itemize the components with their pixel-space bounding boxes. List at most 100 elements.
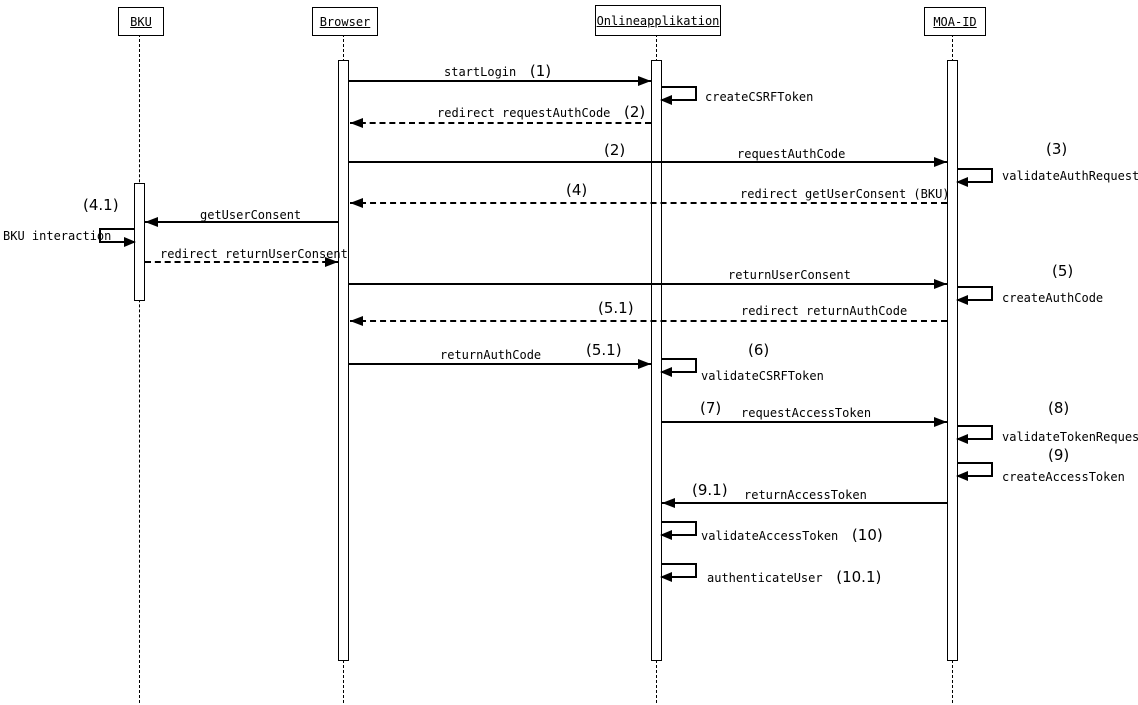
arrowhead bbox=[934, 417, 947, 427]
arrowhead bbox=[638, 359, 651, 369]
participant-onlineapplikation-label: Onlineapplikation bbox=[596, 13, 720, 28]
arrow-get-user-consent bbox=[145, 221, 338, 223]
message-text: createCSRFToken bbox=[705, 90, 814, 104]
participant-browser-label: Browser bbox=[319, 14, 371, 29]
arrowhead bbox=[662, 498, 675, 508]
arrow-redirect-return-auth-code bbox=[350, 320, 947, 322]
arrow-return-user-consent bbox=[349, 283, 947, 285]
label-return-access-token: returnAccessToken bbox=[744, 484, 867, 503]
participant-browser: Browser bbox=[312, 7, 378, 36]
arrow-redirect-get-user-consent bbox=[350, 202, 947, 204]
message-text: getUserConsent bbox=[200, 208, 302, 222]
message-text: requestAccessToken bbox=[741, 406, 872, 420]
arrowhead bbox=[660, 367, 672, 377]
label-redirect-get-user-consent: redirect getUserConsent (BKU) bbox=[740, 183, 950, 202]
step-number: (6) bbox=[748, 341, 770, 359]
label-step-4: (4) bbox=[566, 180, 587, 199]
message-text: createAccessToken bbox=[1002, 470, 1125, 484]
self-loop-create-access-token bbox=[956, 462, 993, 481]
step-number: (9) bbox=[1048, 446, 1070, 464]
step-number: (8) bbox=[1048, 399, 1070, 417]
self-loop-create-auth-code bbox=[956, 286, 993, 305]
arrowhead bbox=[660, 572, 672, 582]
self-loop-authenticate-user bbox=[660, 563, 697, 582]
label-create-access-token: createAccessToken bbox=[1002, 466, 1125, 485]
step-number: (4.1) bbox=[83, 196, 119, 214]
label-step-3: (3) bbox=[1046, 139, 1067, 158]
step-number: (2) bbox=[604, 141, 626, 159]
label-step-9: (9) bbox=[1048, 445, 1069, 464]
activation-onlineapplikation bbox=[651, 60, 662, 661]
message-text: validateCSRFToken bbox=[701, 369, 824, 383]
participant-moa-id-label: MOA-ID bbox=[933, 14, 977, 29]
message-text: validateAuthRequest bbox=[1002, 169, 1138, 183]
step-number: (9.1) bbox=[692, 481, 728, 499]
label-return-auth-code: returnAuthCode bbox=[440, 344, 541, 363]
activation-moa-id bbox=[947, 60, 958, 661]
step-number: (5.1) bbox=[586, 341, 622, 359]
self-loop-validate-token-request bbox=[956, 425, 993, 444]
self-loop-validate-access-token bbox=[660, 521, 697, 540]
activation-browser bbox=[338, 60, 349, 661]
arrowhead bbox=[956, 177, 968, 187]
arrow-return-auth-code bbox=[349, 363, 651, 365]
arrowhead bbox=[350, 118, 363, 128]
label-step-5: (5) bbox=[1052, 261, 1073, 280]
step-number: (5.1) bbox=[598, 299, 634, 317]
label-request-access-token: requestAccessToken bbox=[741, 402, 871, 421]
message-text: startLogin bbox=[444, 65, 517, 79]
participant-bku-label: BKU bbox=[130, 14, 152, 29]
arrowhead bbox=[350, 316, 363, 326]
arrowhead bbox=[660, 95, 672, 105]
message-text: createAuthCode bbox=[1002, 291, 1104, 305]
label-step-5-1b: (5.1) bbox=[586, 340, 622, 359]
lifeline-bku bbox=[139, 34, 140, 703]
message-text: redirect returnAuthCode bbox=[741, 304, 908, 318]
label-step-9-1: (9.1) bbox=[692, 480, 728, 499]
participant-moa-id: MOA-ID bbox=[924, 7, 986, 36]
step-number: (3) bbox=[1046, 140, 1068, 158]
participant-onlineapplikation: Onlineapplikation bbox=[595, 5, 721, 36]
step-number: (10.1) bbox=[836, 568, 882, 586]
label-step-5-1: (5.1) bbox=[598, 298, 634, 317]
self-loop-validate-csrf-token bbox=[660, 358, 697, 377]
message-text: redirect getUserConsent (BKU) bbox=[740, 187, 950, 201]
message-text: requestAuthCode bbox=[737, 147, 846, 161]
label-validate-csrf-token: validateCSRFToken bbox=[701, 365, 824, 384]
label-get-user-consent: getUserConsent bbox=[200, 204, 301, 223]
label-step-8: (8) bbox=[1048, 398, 1069, 417]
step-number: (4) bbox=[566, 181, 588, 199]
label-step-6: (6) bbox=[748, 340, 769, 359]
message-text: returnAccessToken bbox=[744, 488, 867, 502]
arrowhead bbox=[638, 76, 651, 86]
arrow-return-access-token bbox=[662, 502, 947, 504]
arrow-request-access-token bbox=[662, 421, 947, 423]
message-text: returnUserConsent bbox=[728, 268, 851, 282]
label-authenticate-user: authenticateUser (10.1) bbox=[707, 567, 881, 586]
arrowhead bbox=[350, 198, 363, 208]
arrowhead bbox=[956, 471, 968, 481]
message-text: validateAccessToken bbox=[701, 529, 839, 543]
step-number: (2) bbox=[624, 103, 646, 121]
arrowhead bbox=[956, 434, 968, 444]
label-request-auth-code: requestAuthCode bbox=[737, 143, 845, 162]
arrowhead bbox=[934, 279, 947, 289]
label-validate-access-token: validateAccessToken (10) bbox=[701, 525, 883, 544]
label-return-user-consent: returnUserConsent bbox=[728, 264, 851, 283]
label-redirect-return-auth-code: redirect returnAuthCode bbox=[741, 300, 907, 319]
step-number: (10) bbox=[851, 526, 883, 544]
participant-bku: BKU bbox=[118, 7, 164, 36]
label-redirect-return-user-consent: redirect returnUserConsent bbox=[160, 243, 348, 262]
label-create-csrf-token: createCSRFToken bbox=[705, 86, 813, 105]
self-loop-create-csrf-token bbox=[660, 86, 697, 105]
message-text: returnAuthCode bbox=[440, 348, 542, 362]
arrowhead bbox=[325, 257, 338, 267]
self-loop-bku-interaction bbox=[99, 228, 136, 247]
arrowhead bbox=[956, 295, 968, 305]
arrow-redirect-request-auth-code bbox=[350, 122, 651, 124]
arrowhead bbox=[124, 237, 136, 247]
arrowhead bbox=[934, 157, 947, 167]
message-text: BKU interaction bbox=[3, 229, 112, 243]
label-step-4-1: (4.1) bbox=[83, 195, 119, 214]
